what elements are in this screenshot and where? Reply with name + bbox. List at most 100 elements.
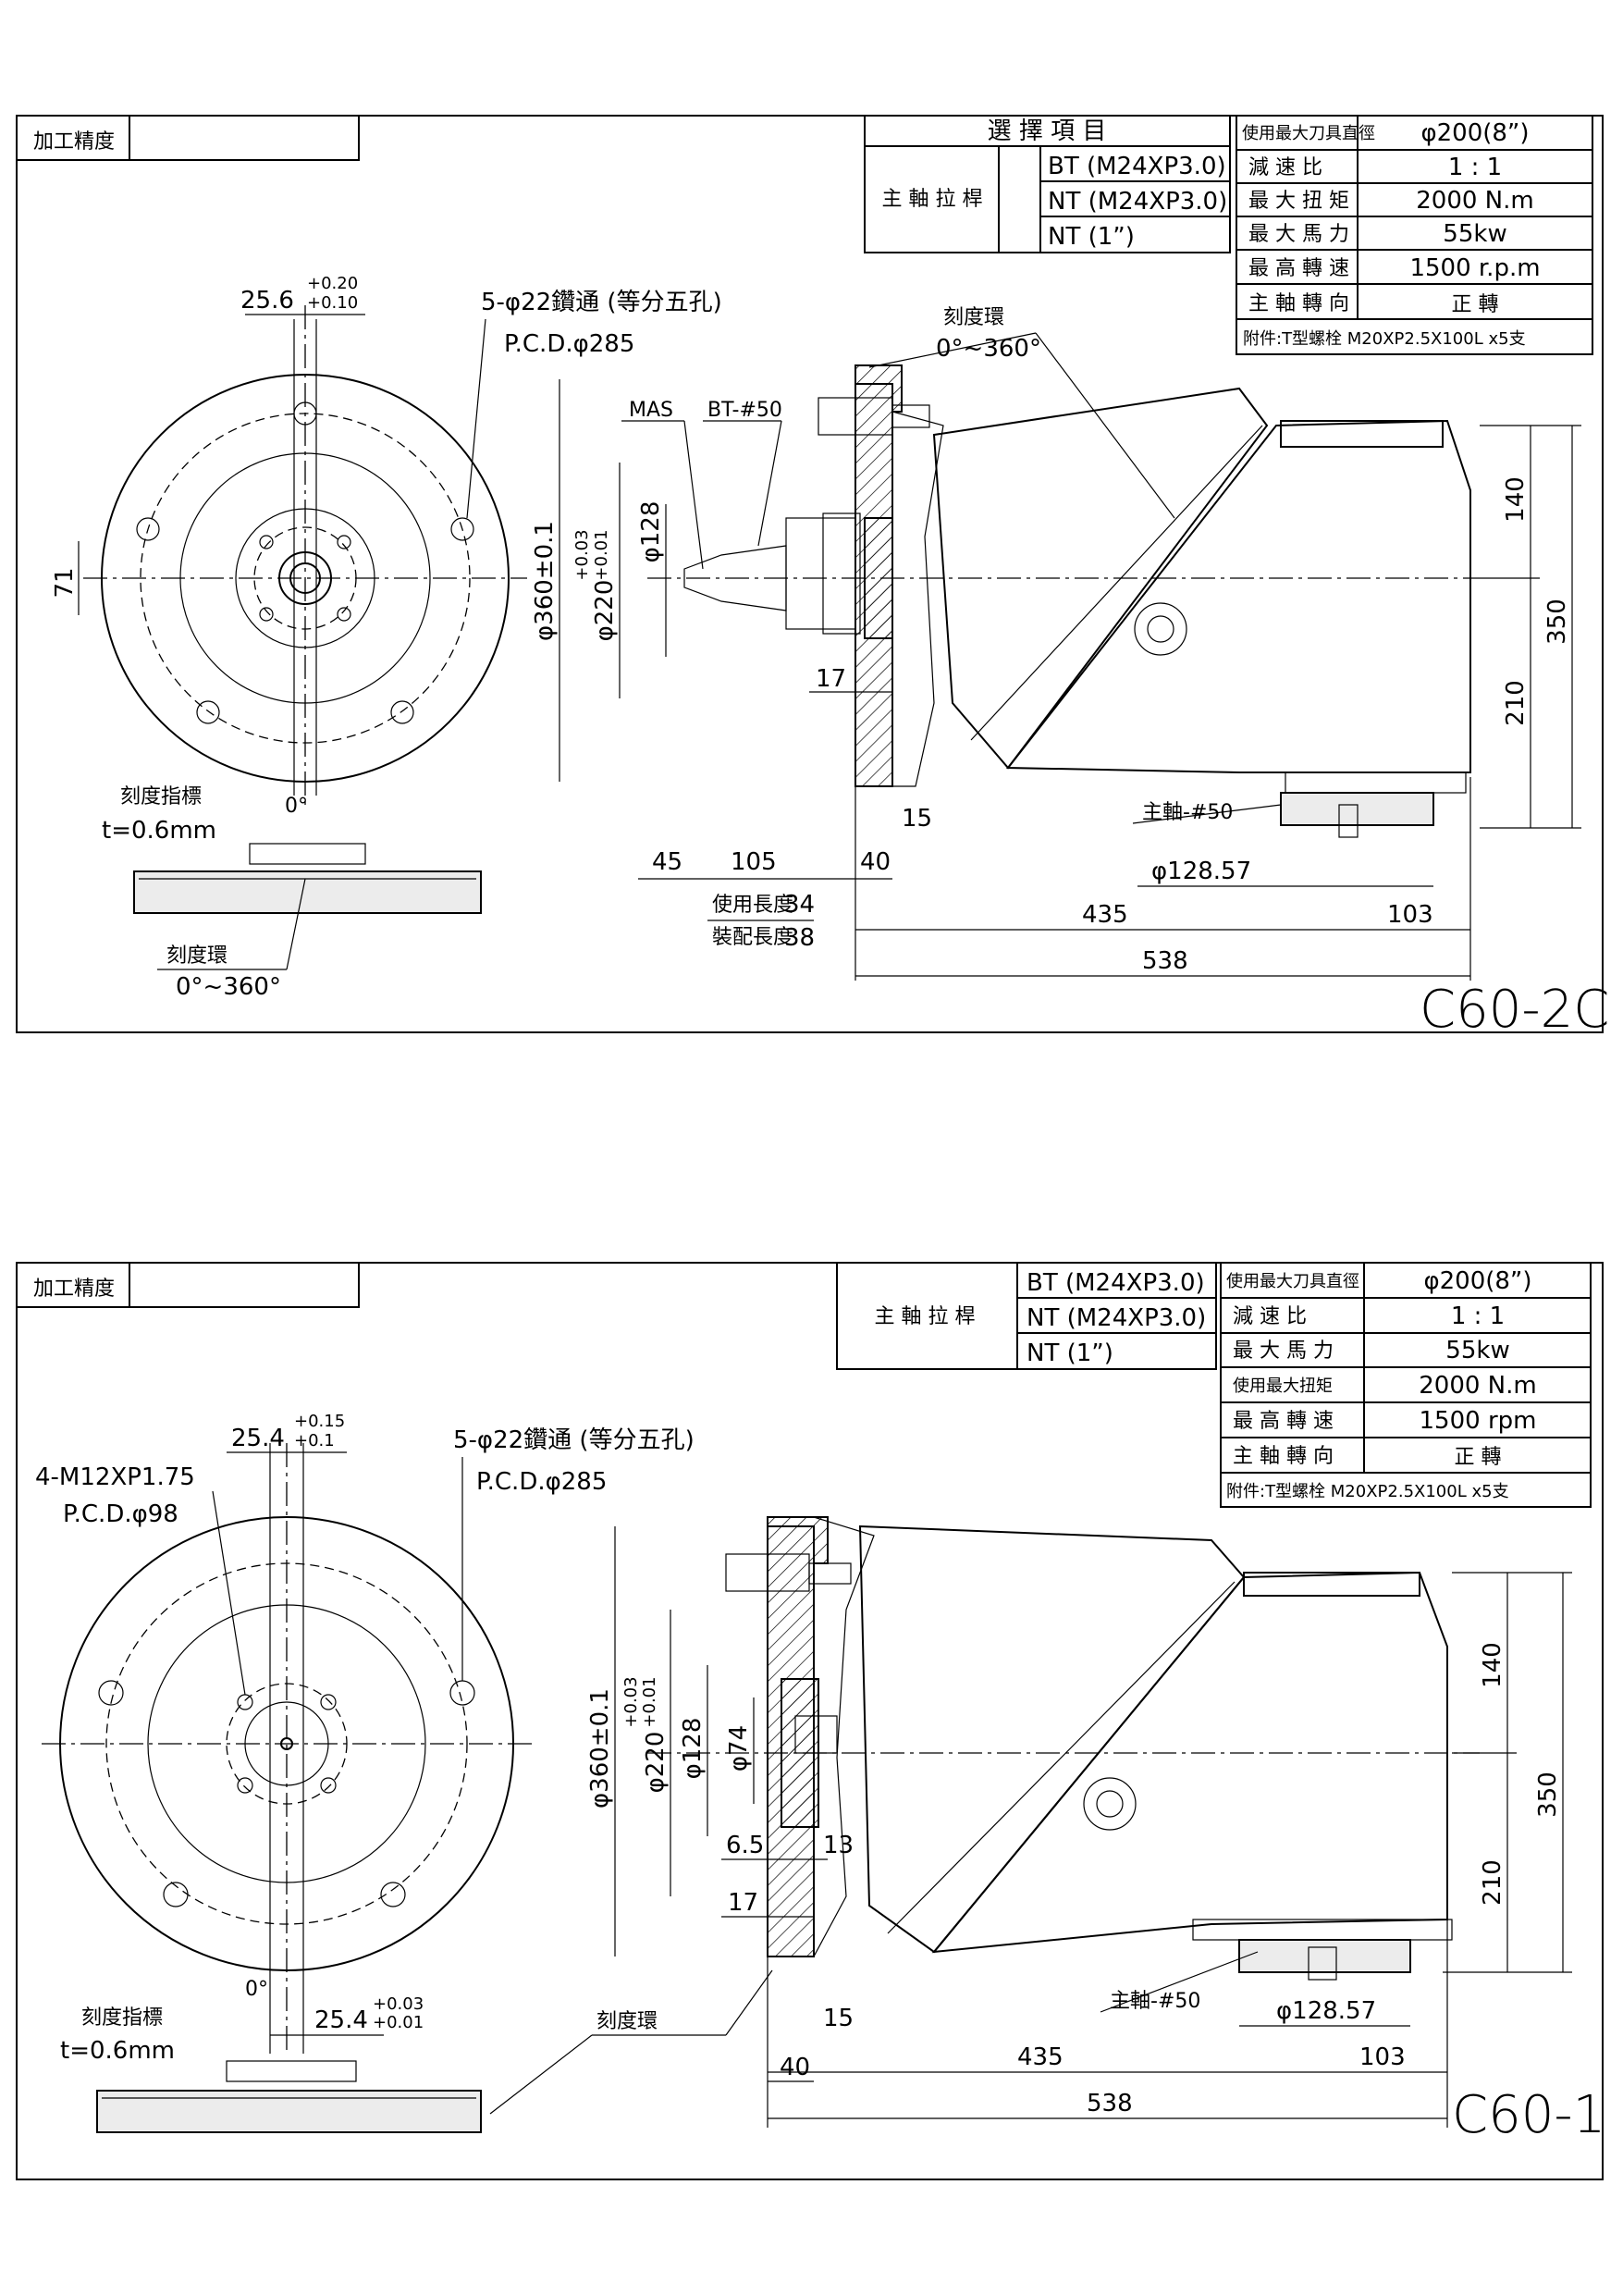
spec-value: 1500 r.p.m xyxy=(1409,254,1540,282)
dim-538: 538 xyxy=(1087,2090,1133,2117)
dim-140: 140 xyxy=(1479,1642,1506,1688)
dim-350: 350 xyxy=(1534,1771,1562,1818)
spec-value: 2000 N.m xyxy=(1416,187,1533,215)
tol-lower: +0.1 xyxy=(294,1431,335,1450)
tol-upper-b: +0.03 xyxy=(373,1994,424,2014)
option-item: BT (M24XP3.0) xyxy=(1048,153,1226,180)
spec-value: 正 轉 xyxy=(1455,1446,1502,1469)
spec-label: 最 高 轉 速 xyxy=(1248,257,1349,280)
spec-value: φ200(8”) xyxy=(1423,1267,1531,1295)
options-header: 選 擇 項 目 xyxy=(988,117,1107,145)
precision-box xyxy=(16,1262,360,1308)
accessory-note: 附件:T型螺栓 M20XP2.5X100L x5支 xyxy=(1243,329,1526,349)
option-item: NT (1”) xyxy=(1048,223,1135,251)
tol-upper: +0.15 xyxy=(294,1412,345,1431)
dim-40: 40 xyxy=(780,2054,810,2081)
model-number: C60-2C xyxy=(1420,980,1609,1040)
dim-45: 45 xyxy=(652,848,682,876)
dim-40: 40 xyxy=(860,848,891,876)
spec-value: 正 轉 xyxy=(1452,293,1499,316)
dim-103: 103 xyxy=(1387,901,1433,929)
dim-17: 17 xyxy=(816,665,846,693)
dim-210: 210 xyxy=(1479,1859,1506,1906)
dim-d12857: φ128.57 xyxy=(1151,858,1251,885)
dim-d220: φ220 xyxy=(591,580,619,642)
scale-ring-label: 刻度環 xyxy=(166,944,227,968)
drawing-2: 加工精度 主 軸 拉 桿 BT (M24XP3.0) NT (M24XP3.0)… xyxy=(16,1262,1605,2180)
tol-lower: +0.10 xyxy=(307,293,358,313)
spec-label: 使用最大刀具直徑 xyxy=(1242,124,1375,143)
front-view-disc xyxy=(42,1443,536,2054)
spec-label: 使用最大扭矩 xyxy=(1233,1376,1333,1396)
options-group: 主 軸 拉 桿 xyxy=(875,1305,976,1328)
scale-range-top: 0°~360° xyxy=(936,335,1041,363)
dim-140: 140 xyxy=(1502,476,1530,523)
thickness-label: t=0.6mm xyxy=(102,817,216,845)
dim-d220-tol-lo: +0.01 xyxy=(640,1676,659,1727)
dim-71: 71 xyxy=(51,567,79,598)
dim-25-4b: 25.4 xyxy=(314,2006,368,2034)
mas-label: MAS xyxy=(629,399,673,422)
spec-label: 最 大 扭 矩 xyxy=(1248,190,1349,213)
dim-d220-tol-up: +0.03 xyxy=(621,1676,641,1727)
dim-d220-tol-lo: +0.01 xyxy=(592,529,611,580)
dim-d12857: φ128.57 xyxy=(1276,1997,1376,2025)
dim-6-5: 6.5 xyxy=(726,1832,764,1859)
holes-note: 5-φ22鑽通 (等分五孔) xyxy=(481,289,722,316)
side-view xyxy=(647,364,1480,838)
spec-value: 1500 rpm xyxy=(1420,1407,1537,1435)
spec-label: 主 軸 轉 向 xyxy=(1233,1445,1334,1468)
holes-note: 5-φ22鑽通 (等分五孔) xyxy=(453,1426,695,1454)
dim-13: 13 xyxy=(823,1832,854,1859)
scale-ring-label: 刻度環 xyxy=(596,2010,658,2033)
spec-label: 最 高 轉 速 xyxy=(1233,1410,1334,1433)
dim-d220: φ220 xyxy=(642,1732,670,1794)
use-length: 34 xyxy=(784,891,815,919)
pcd98-note: P.C.D.φ98 xyxy=(63,1500,178,1528)
dim-d360: φ360±0.1 xyxy=(586,1688,614,1808)
option-item: NT (1”) xyxy=(1027,1339,1113,1367)
dim-d128: φ128 xyxy=(679,1718,707,1780)
dim-538: 538 xyxy=(1142,947,1188,975)
dim-d360: φ360±0.1 xyxy=(531,521,559,641)
scale-indicator-label: 刻度指標 xyxy=(81,2006,163,2030)
tol-lower-b: +0.01 xyxy=(373,2013,424,2032)
spec-table: 使用最大刀具直徑 φ200(8”) 減 速 比 1 : 1 最 大 馬 力 55… xyxy=(1220,1262,1592,1508)
precision-label: 加工精度 xyxy=(33,1278,115,1301)
scale-range-label: 0°~360° xyxy=(176,973,281,1001)
spec-value: 55kw xyxy=(1445,1337,1509,1364)
scale-indicator xyxy=(226,2060,357,2082)
dim-d220-tol-up: +0.03 xyxy=(572,529,592,580)
spec-label: 減 速 比 xyxy=(1233,1305,1307,1328)
dim-15: 15 xyxy=(823,2005,854,2032)
pcd-note: P.C.D.φ285 xyxy=(504,330,634,358)
option-item: NT (M24XP3.0) xyxy=(1027,1304,1206,1332)
dim-17: 17 xyxy=(728,1889,758,1917)
tol-upper: +0.20 xyxy=(307,274,358,293)
options-table: 選 擇 項 目 主 軸 拉 桿 BT (M24XP3.0) NT (M24XP3… xyxy=(864,115,1231,253)
scale-indicator-label: 刻度指標 xyxy=(120,785,202,809)
bt50-label: BT-#50 xyxy=(707,399,782,422)
zero-degree: 0° xyxy=(285,795,308,818)
spindle-label: 主軸-#50 xyxy=(1110,1990,1200,2013)
spec-label: 最 大 馬 力 xyxy=(1233,1339,1334,1363)
spec-value: φ200(8”) xyxy=(1420,119,1529,147)
dim-d74: φ74 xyxy=(725,1725,753,1771)
dim-25-4: 25.4 xyxy=(231,1425,285,1452)
scale-ring-strip xyxy=(133,870,482,914)
front-view-disc xyxy=(83,305,527,805)
spec-label: 主 軸 轉 向 xyxy=(1248,292,1349,315)
dim-15: 15 xyxy=(902,805,932,833)
scale-indicator xyxy=(249,843,366,865)
option-item: NT (M24XP3.0) xyxy=(1048,188,1227,216)
tap-note: 4-M12XP1.75 xyxy=(35,1463,195,1491)
precision-box xyxy=(16,115,360,161)
spec-value: 1 : 1 xyxy=(1448,154,1502,181)
spec-value: 2000 N.m xyxy=(1419,1372,1536,1400)
dim-103: 103 xyxy=(1359,2043,1406,2071)
options-table: 主 軸 拉 桿 BT (M24XP3.0) NT (M24XP3.0) NT (… xyxy=(836,1262,1217,1370)
frame-1 xyxy=(16,115,1604,1033)
dim-210: 210 xyxy=(1502,680,1530,726)
spec-label: 最 大 馬 力 xyxy=(1248,223,1349,246)
